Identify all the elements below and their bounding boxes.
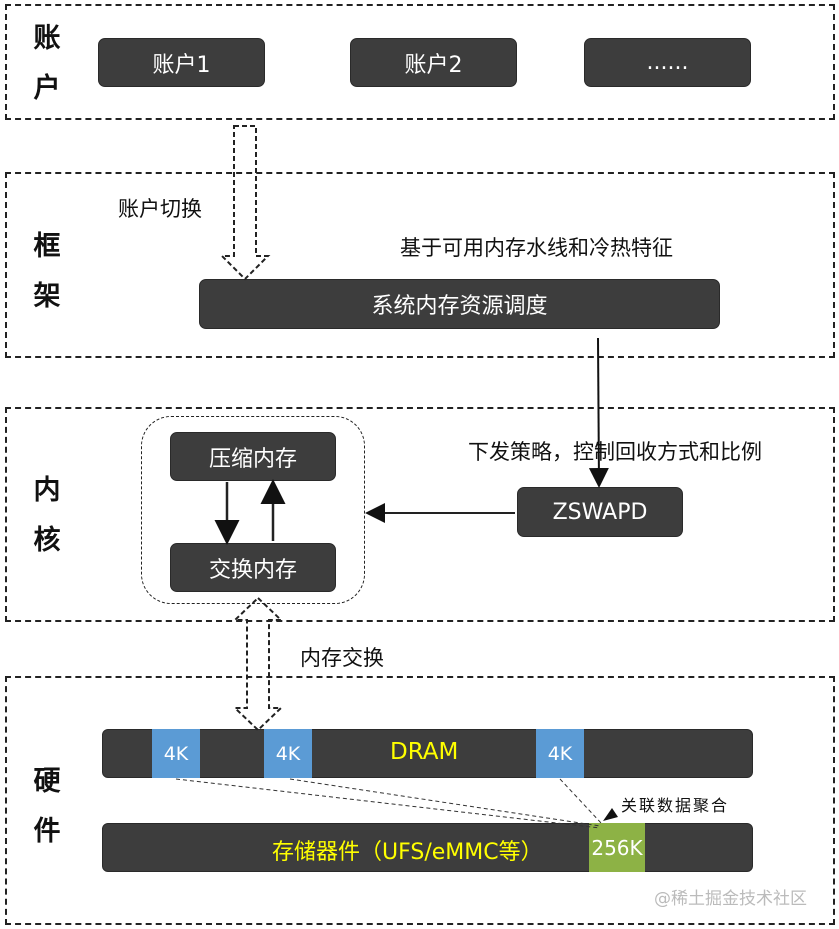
kernel-layer-label-text: 内核 [33, 475, 61, 556]
account-layer-label: 账户 [30, 14, 64, 114]
memory-scheduling-box: 系统内存资源调度 [199, 279, 720, 329]
aggregate-label: 关联数据聚合 [621, 796, 730, 815]
hardware-layer-label: 硬件 [30, 757, 64, 857]
page-chip-3: 4K [536, 729, 584, 778]
dram-bar [102, 729, 753, 778]
hardware-layer-label-text: 硬件 [33, 766, 61, 847]
watermark: @稀土掘金技术社区 [654, 889, 807, 909]
account-layer-label-text: 账户 [33, 23, 61, 104]
account-2-box: 账户2 [350, 38, 517, 87]
framework-layer [5, 172, 835, 358]
memory-group-frame [141, 416, 365, 604]
framework-layer-label: 框架 [30, 222, 64, 322]
page-chip-2: 4K [264, 729, 312, 778]
chip-2-link [289, 778, 601, 827]
framework-note: 基于可用内存水线和冷热特征 [400, 236, 673, 260]
swap-memory-box: 交换内存 [170, 543, 336, 592]
dram-label: DRAM [390, 739, 459, 765]
storage-label: 存储器件（UFS/eMMC等） [272, 840, 543, 865]
account-layer [5, 4, 835, 120]
zswapd-box: ZSWAPD [517, 487, 683, 537]
chip-1-link [175, 778, 601, 829]
compressed-memory-box: 压缩内存 [170, 432, 336, 481]
aggregated-block: 256K [589, 823, 645, 872]
memory-swap-arrow [232, 596, 284, 732]
kernel-layer-label: 内核 [30, 466, 64, 566]
page-chip-1: 4K [152, 729, 200, 778]
account-switch-arrow [219, 125, 271, 281]
kernel-layer [5, 407, 835, 622]
aggregate-pointer [603, 808, 618, 821]
kernel-note: 下发策略，控制回收方式和比例 [468, 440, 762, 464]
hardware-layer [5, 676, 835, 925]
account-more-box: ...... [584, 38, 751, 87]
account-1-box: 账户1 [98, 38, 265, 87]
framework-layer-label-text: 框架 [33, 231, 61, 312]
account-switch-label: 账户切换 [118, 197, 202, 221]
memory-swap-label: 内存交换 [300, 646, 384, 670]
chip-3-link [559, 778, 603, 825]
scheduling-to-zswapd-arrow [588, 337, 609, 488]
